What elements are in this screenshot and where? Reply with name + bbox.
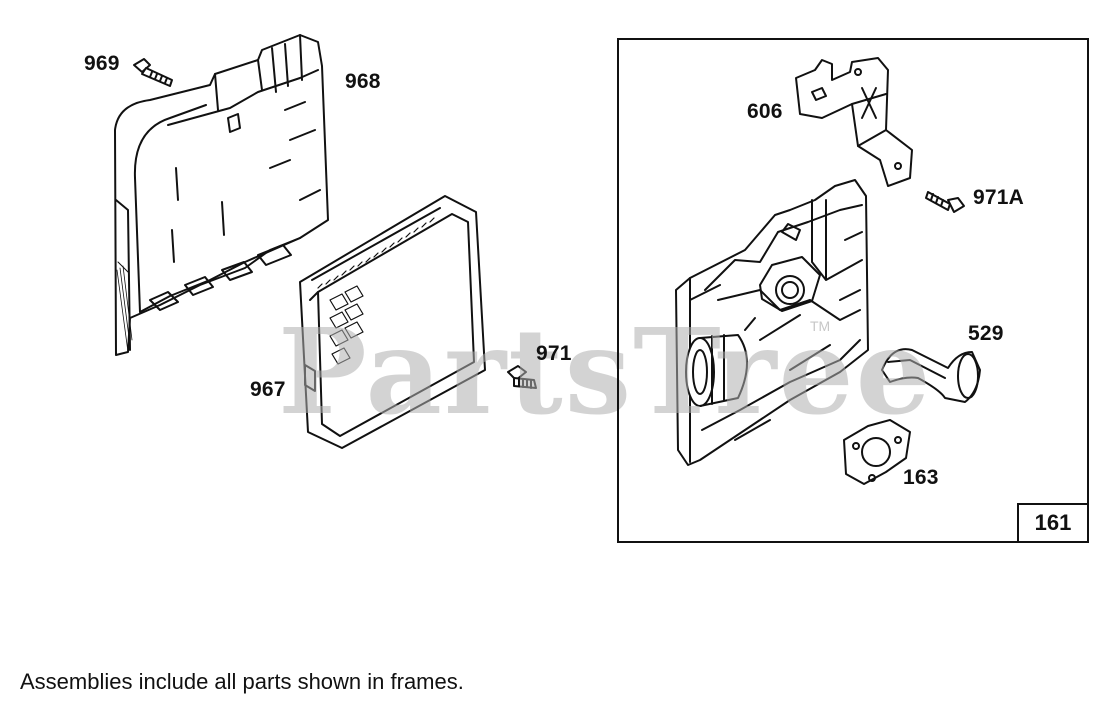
screw-971-icon [507,365,537,389]
part-label-968[interactable]: 968 [345,70,381,93]
screw-969-icon [133,58,173,87]
gasket-163-icon [843,419,911,485]
part-label-971[interactable]: 971 [536,342,572,365]
air-filter-967-icon [299,195,486,449]
part-label-161[interactable]: 161 [1017,503,1089,543]
part-label-529[interactable]: 529 [968,322,1004,345]
part-label-969[interactable]: 969 [84,52,120,75]
part-label-971a[interactable]: 971A [973,186,1025,209]
elbow-tube-529-icon [881,348,981,403]
part-label-606[interactable]: 606 [747,100,783,123]
part-label-163[interactable]: 163 [903,466,939,489]
bracket-606-icon [795,57,913,187]
screw-971a-icon [925,191,965,213]
watermark-trademark: TM [810,318,831,334]
air-cleaner-base-968-icon [114,34,329,356]
carburetor-base-assembly-icon [675,179,869,466]
part-label-967[interactable]: 967 [250,378,286,401]
assembly-frame [617,38,1089,543]
footer-note: Assemblies include all parts shown in fr… [20,669,464,694]
